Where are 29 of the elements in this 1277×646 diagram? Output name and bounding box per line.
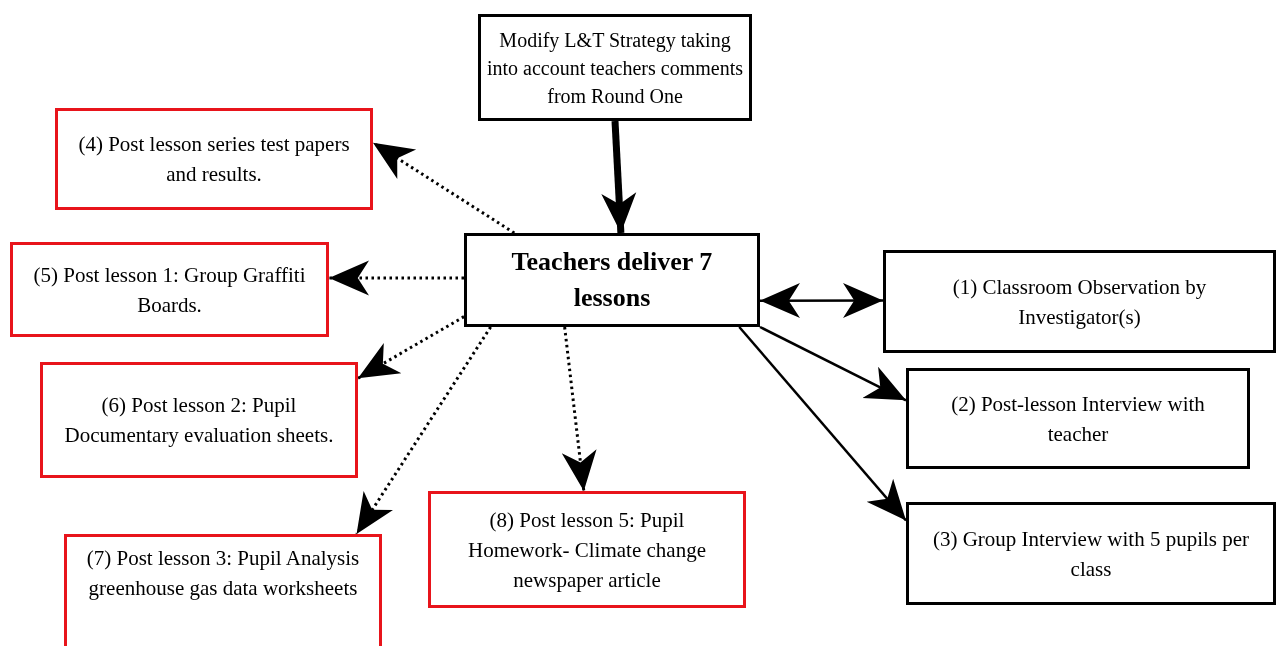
arrow <box>601 120 637 234</box>
box-text: (5) Post lesson 1: Group Graffiti Boards. <box>32 261 307 319</box>
arrow <box>738 326 907 522</box>
arrow <box>760 283 883 319</box>
box-text: (2) Post-lesson Interview with teacher <box>950 390 1206 448</box>
dotted-arrow <box>372 141 516 235</box>
process-box <box>883 250 1276 353</box>
dotted-arrow <box>329 260 464 296</box>
dotted-arrow <box>561 326 597 492</box>
evidence-box <box>64 534 382 646</box>
box-text: (3) Group Interview with 5 pupils per class <box>931 525 1251 583</box>
box-text: Teachers deliver 7 lessons <box>510 246 714 314</box>
box-text: (8) Post lesson 5: Pupil Homework- Climate change newspaper article <box>467 506 707 594</box>
process-box <box>478 14 752 121</box>
box-text: (7) Post lesson 3: Pupil Analysis greenhouse gas data worksheets <box>85 545 361 602</box>
dotted-arrow <box>355 326 492 535</box>
process-box <box>906 368 1250 469</box>
evidence-box <box>10 242 329 337</box>
central-process-box <box>464 233 760 327</box>
box-text: (1) Classroom Observation by Investigator(s) <box>951 273 1208 331</box>
evidence-box <box>55 108 373 210</box>
dotted-arrow <box>357 315 465 380</box>
arrow <box>759 325 907 402</box>
box-text: Modify L&T Strategy taking into account teachers comments from Round One <box>486 27 744 109</box>
box-text: (4) Post lesson series test papers and results. <box>77 131 351 188</box>
box-text: (6) Post lesson 2: Pupil Documentary evaluation sheets. <box>63 392 335 449</box>
evidence-box <box>428 491 746 608</box>
process-box <box>906 502 1276 605</box>
evidence-box <box>40 362 358 478</box>
